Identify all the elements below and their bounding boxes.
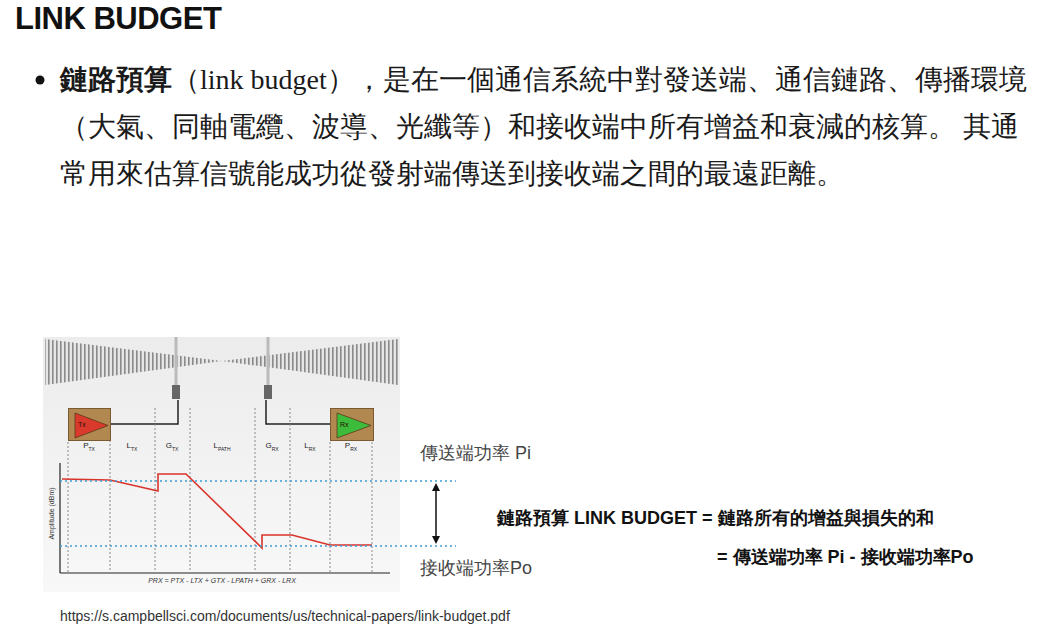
reference-line: [60, 545, 456, 547]
symbol-subscript: TX: [88, 446, 94, 452]
formula: PRX = PTX - LTX + GTX - LPATH + GRX - LR…: [72, 577, 372, 584]
symbol-subscript: TX: [131, 446, 137, 452]
symbol-letter: L: [127, 441, 131, 450]
symbol-subscript: TX: [172, 446, 178, 452]
equation: 鏈路預算 LINK BUDGET = 鏈路所有的增益與損失的和: [497, 506, 934, 530]
symbol-subscript: RX: [350, 446, 357, 452]
column-divider: [68, 408, 372, 572]
column-label: LPATH: [202, 441, 242, 452]
feed-wire: [110, 400, 178, 424]
node-text: Tx: [75, 415, 96, 434]
antenna-beam: [222, 339, 398, 385]
y-axis: [59, 463, 60, 573]
power-label: 接收端功率Po: [420, 556, 532, 580]
feed-wire: [266, 400, 330, 424]
symbol-subscript: PATH: [218, 446, 231, 452]
definition-text: （link budget），是在一個通信系統中對發送端、通信鏈路、傳播環境（大氣…: [60, 64, 1027, 189]
power-label: 傳送端功率 Pi: [420, 441, 531, 465]
symbol-subscript: RX: [272, 446, 279, 452]
symbol-letter: L: [304, 441, 308, 450]
figure-panel: [43, 337, 400, 592]
reference-line: [60, 480, 456, 482]
page-title: LINK BUDGET: [15, 0, 221, 38]
bold-term: 鏈路預算: [60, 64, 172, 95]
column-label: PRX: [331, 441, 371, 452]
node-text: Rx: [337, 415, 359, 434]
symbol-letter: G: [265, 441, 271, 450]
double-arrow: [432, 483, 440, 544]
symbol-letter: L: [213, 441, 217, 450]
symbol-letter: P: [345, 441, 350, 450]
bullet-dot: [36, 76, 45, 85]
symbol-subscript: RX: [309, 446, 316, 452]
column-label: GRX: [252, 441, 292, 452]
symbol-letter: G: [166, 441, 172, 450]
column-label: LTX: [112, 441, 152, 452]
power-level-line: [62, 474, 372, 548]
column-label: PTX: [69, 441, 109, 452]
amplifier-triangle: [331, 409, 375, 442]
axis-label: Amplitude (dBm): [48, 474, 55, 554]
column-label: LRX: [290, 441, 330, 452]
source-url: https://s.campbellsci.com/documents/us/t…: [60, 608, 510, 624]
x-axis: [60, 572, 390, 573]
bullet-paragraph: 鏈路預算（link budget），是在一個通信系統中對發送端、通信鏈路、傳播環…: [60, 56, 1028, 197]
amplifier-triangle: [69, 409, 112, 442]
equation: = 傳送端功率 Pi - 接收端功率Po: [717, 545, 974, 569]
symbol-letter: P: [83, 441, 88, 450]
column-label: GTX: [152, 441, 192, 452]
antenna-beam: [45, 339, 222, 385]
amplifier-box: Rx: [330, 408, 374, 441]
antenna-symbol: [172, 337, 272, 399]
amplifier-box: Tx: [68, 408, 111, 441]
